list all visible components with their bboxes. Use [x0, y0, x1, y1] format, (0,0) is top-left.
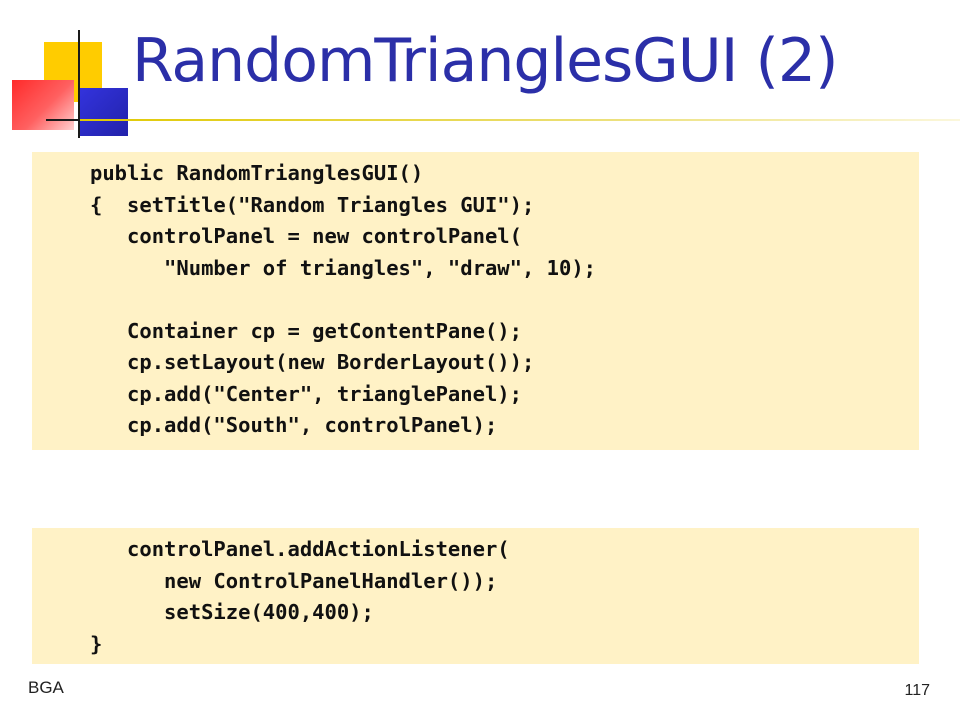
page-number: 117 — [904, 682, 930, 699]
title-underline — [80, 119, 960, 121]
code-block-constructor: public RandomTrianglesGUI() { setTitle("… — [32, 152, 919, 450]
code-line: cp.setLayout(new BorderLayout()); — [90, 350, 535, 374]
code-text: controlPanel.addActionListener( new Cont… — [90, 534, 510, 660]
code-line: new ControlPanelHandler()); — [90, 568, 498, 593]
logo-red-square — [12, 80, 74, 130]
logo-vertical-line — [78, 30, 80, 138]
logo-blue-square — [80, 88, 128, 136]
slide-logo-decoration — [0, 0, 140, 140]
code-line: { setTitle("Random Triangles GUI"); — [90, 192, 535, 217]
logo-horizontal-line — [46, 119, 86, 121]
code-line: setSize(400,400); — [90, 600, 374, 624]
code-line: Container cp = getContentPane(); — [90, 318, 522, 343]
code-text: public RandomTrianglesGUI() { setTitle("… — [90, 158, 596, 442]
code-line: "Number of triangles", "draw", 10); — [90, 255, 597, 280]
slide-title: RandomTrianglesGUI (2) — [132, 26, 838, 96]
code-line: cp.add("Center", trianglePanel); — [90, 381, 522, 406]
code-line: public RandomTrianglesGUI() — [90, 161, 424, 185]
code-line: cp.add("South", controlPanel); — [90, 413, 498, 437]
code-block-listener: controlPanel.addActionListener( new Cont… — [32, 528, 919, 664]
code-line: controlPanel = new controlPanel( — [90, 224, 522, 248]
code-line: } — [90, 631, 103, 656]
footer-author: BGA — [28, 678, 64, 697]
code-line: controlPanel.addActionListener( — [90, 537, 510, 561]
